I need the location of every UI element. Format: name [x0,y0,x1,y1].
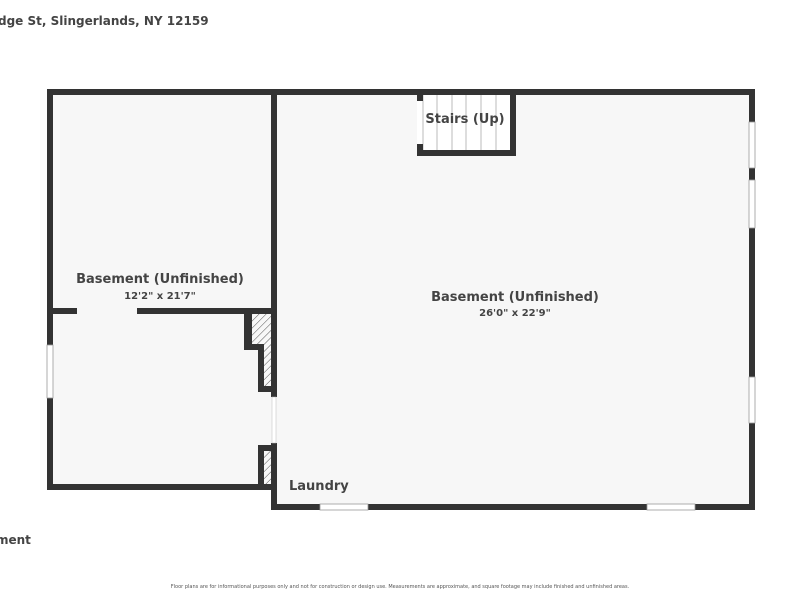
chimney [252,314,271,344]
windows [46,121,756,511]
room-dims: 26'0" x 22'9" [479,308,551,319]
room-right-floor [273,89,755,510]
window [319,503,369,511]
room-left-floor [47,89,277,490]
walls [47,89,755,510]
floor-label: ment [0,533,31,547]
laundry-label: Laundry [289,479,349,494]
window [646,503,696,511]
stairs [417,89,516,156]
window [748,376,756,424]
chimney-lower [264,451,271,484]
window [46,344,54,399]
disclaimer: Floor plans are for informational purpos… [170,584,630,590]
stairs-label: Stairs (Up) [425,112,504,127]
chimney [264,344,271,386]
room-label: Basement (Unfinished) [431,290,599,305]
room-dims: 12'2" x 21'7" [124,291,196,302]
doorway [271,396,277,444]
window [748,121,756,169]
address-title: dge St, Slingerlands, NY 12159 [0,14,209,28]
window [748,179,756,229]
room-label: Basement (Unfinished) [76,272,244,287]
